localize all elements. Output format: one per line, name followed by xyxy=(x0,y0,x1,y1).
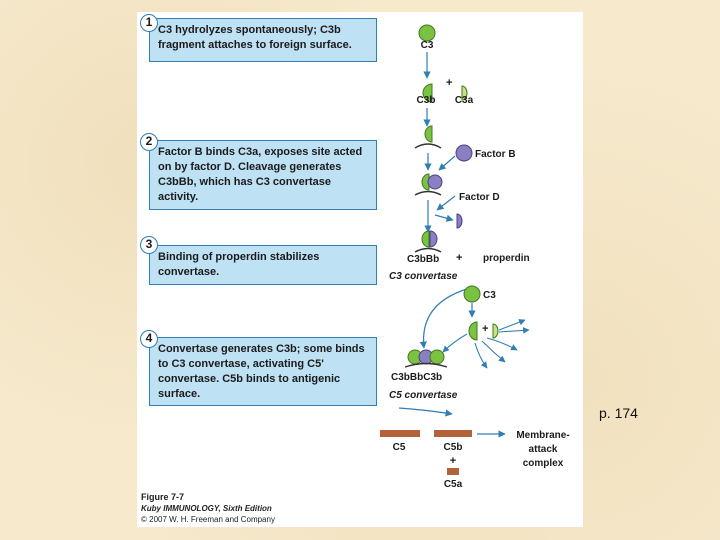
label-mac-line3: complex xyxy=(523,458,564,469)
label-c3-convertase: C3 convertase xyxy=(389,271,458,282)
step-4-badge: 4 xyxy=(140,330,158,348)
label-c5b: C5b xyxy=(444,442,463,453)
label-c3-mid: C3 xyxy=(483,290,496,301)
bb-in-c3bbb xyxy=(429,230,438,248)
c3a-fragment xyxy=(461,85,468,101)
step-1-text: C3 hydrolyzes spontaneously; C3b fragmen… xyxy=(158,24,352,51)
surface-arc-4 xyxy=(404,362,448,368)
step-4-text: Convertase generates C3b; some binds to … xyxy=(158,343,365,400)
step-2-text: Factor B binds C3a, exposes site acted o… xyxy=(158,146,363,203)
arrow-ba-release xyxy=(434,214,454,222)
surface-arc-1 xyxy=(414,143,442,149)
label-c3a: C3a xyxy=(455,95,474,106)
step-1-badge: 1 xyxy=(140,14,158,32)
label-mac-line2: attack xyxy=(529,444,558,455)
caption-figure-number: Figure 7-7 xyxy=(141,492,185,502)
step-3-badge: 3 xyxy=(140,236,158,254)
label-c3b: C3b xyxy=(417,95,436,106)
fan-arrow-6 xyxy=(442,333,468,353)
arrow-factor-b-binding xyxy=(438,155,456,171)
label-factor-d: Factor D xyxy=(459,192,500,203)
c3-molecule xyxy=(418,24,436,42)
caption-copyright: © 2007 W. H. Freeman and Company xyxy=(141,515,275,524)
fan-arrow-2 xyxy=(498,327,530,334)
label-c3bbbc3b: C3bBbC3b xyxy=(391,372,442,383)
complement-pathway-figure: C3 hydrolyzes spontaneously; C3b fragmen… xyxy=(137,12,583,527)
label-c5a: C5a xyxy=(444,479,463,490)
label-mac-line1: Membrane- xyxy=(516,430,569,441)
label-c5: C5 xyxy=(393,442,406,453)
surface-arc-2 xyxy=(414,190,442,196)
c3b-in-c3bbb xyxy=(421,230,430,248)
c5-molecule xyxy=(380,430,420,437)
c3b-bound xyxy=(424,125,433,143)
c3b-right-in-c5conv xyxy=(429,349,445,365)
arrow-c5-cleavage xyxy=(398,407,453,417)
c5b-molecule xyxy=(434,430,472,437)
c3b-product xyxy=(468,321,478,341)
figure-caption: Figure 7-7 Kuby IMMUNOLOGY, Sixth Editio… xyxy=(141,492,401,525)
label-c3bbb: C3bBb xyxy=(407,254,439,265)
plus-products: + xyxy=(482,323,488,335)
c5a-molecule xyxy=(447,468,459,475)
step-1-box: C3 hydrolyzes spontaneously; C3b fragmen… xyxy=(149,18,377,62)
label-factor-b: Factor B xyxy=(475,149,516,160)
surface-arc-3 xyxy=(414,247,442,253)
plus-properdin: + xyxy=(456,252,462,264)
plus-c3b-c3a: + xyxy=(446,77,452,89)
page-reference: p. 174 xyxy=(599,405,638,421)
factor-b-bound xyxy=(427,174,443,190)
step-2-badge: 2 xyxy=(140,133,158,151)
c3-substrate-molecule xyxy=(463,285,481,303)
factor-b-molecule xyxy=(455,144,473,162)
c3a-product xyxy=(492,323,499,339)
fan-arrow-3 xyxy=(486,337,518,351)
label-c5-convertase: C5 convertase xyxy=(389,390,458,401)
caption-book-title: Kuby IMMUNOLOGY, Sixth Edition xyxy=(141,504,272,513)
fan-arrow-5 xyxy=(474,342,488,369)
plus-c5b-c5a: + xyxy=(450,455,456,467)
label-c3-top: C3 xyxy=(421,40,434,51)
pathway-diagram: C3 + C3b C3a Factor B Factor D C3bBb + xyxy=(380,24,570,490)
label-properdin: properdin xyxy=(483,253,530,264)
arrow-factor-d xyxy=(436,195,456,211)
c3b-fragment xyxy=(422,83,433,103)
c3b-in-c3bb xyxy=(421,173,430,191)
ba-fragment xyxy=(456,213,463,229)
arrow-convertase-curve xyxy=(419,288,468,349)
fan-arrow-1 xyxy=(498,319,526,331)
fan-arrow-4 xyxy=(481,340,506,363)
step-4-box: Convertase generates C3b; some binds to … xyxy=(149,337,377,406)
step-3-box: Binding of properdin stabilizes converta… xyxy=(149,245,377,285)
step-3-text: Binding of properdin stabilizes converta… xyxy=(158,251,320,278)
step-2-box: Factor B binds C3a, exposes site acted o… xyxy=(149,140,377,210)
